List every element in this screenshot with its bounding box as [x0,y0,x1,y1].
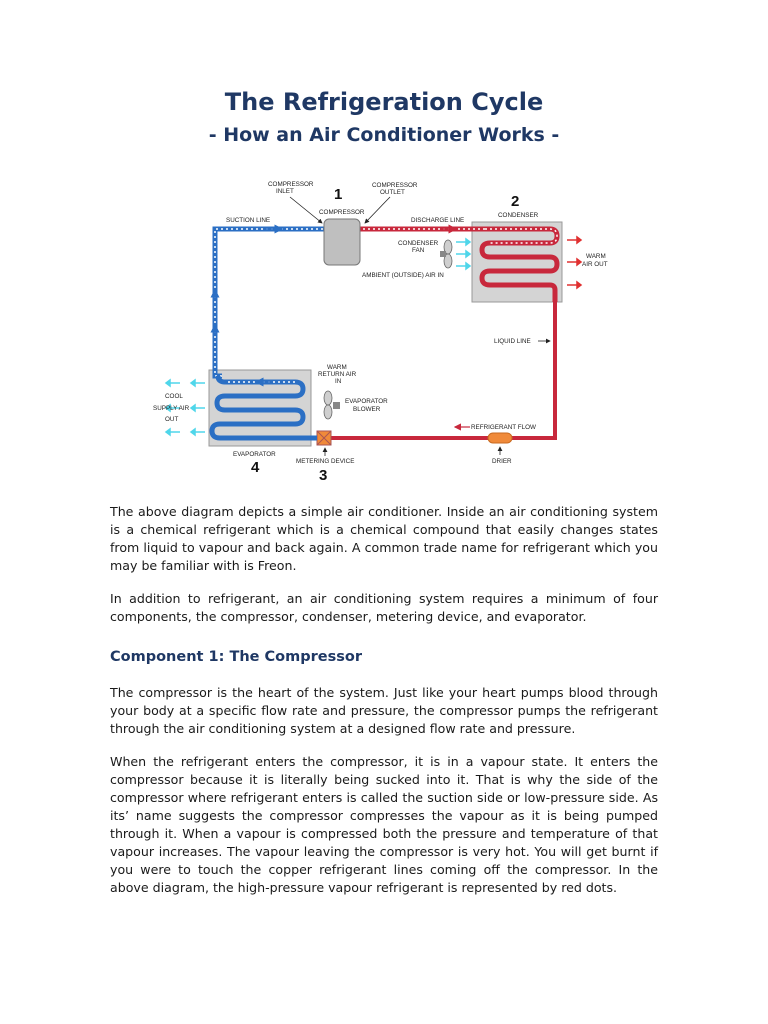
paragraph-components: In addition to refrigerant, an air condi… [110,591,658,624]
label-drier: DRIER [492,458,512,465]
label-metering-device: METERING DEVICE [296,458,354,465]
number-2: 2 [511,193,519,210]
compressor-unit [323,218,361,266]
svg-text:SUPPLY AIR: SUPPLY AIR [153,405,190,412]
label-ambient-air-in: AMBIENT (OUTSIDE) AIR IN [362,272,444,279]
label-discharge-line: DISCHARGE LINE [411,217,464,224]
label-compressor-inlet: COMPRESSOR [268,181,314,188]
warm-air-out-arrows [567,235,583,290]
number-4: 4 [251,459,260,476]
svg-text:RETURN AIR: RETURN AIR [318,371,357,378]
document-body: The above diagram depicts a simple air c… [110,503,658,912]
refrigeration-cycle-diagram: COMPRESSOR INLET COMPRESSOR OUTLET COMPR… [153,181,608,484]
paragraph-compressor-heart: The compressor is the heart of the syste… [110,685,658,736]
svg-text:OUTLET: OUTLET [380,189,405,196]
number-3: 3 [319,467,327,484]
evaporator-blower-icon [323,390,333,406]
paragraph-compressor-vapour: When the refrigerant enters the compress… [110,754,658,895]
heading-component-1: Component 1: The Compressor [110,649,362,665]
label-condenser: CONDENSER [498,212,539,219]
label-refrigerant-flow: REFRIGERANT FLOW [471,424,536,431]
label-evaporator-blower: EVAPORATOR [345,398,388,405]
label-warm-return-air: WARM [327,364,347,371]
label-warm-air-out: WARM [586,253,606,260]
evaporator-coil [209,375,317,441]
label-compressor-outlet: COMPRESSOR [372,182,418,189]
svg-text:INLET: INLET [276,188,294,195]
label-cool-supply-air: COOL [165,393,183,400]
document-title: The Refrigeration Cycle [224,88,544,116]
ambient-air-in-arrows [456,237,472,271]
label-evaporator: EVAPORATOR [233,451,276,458]
svg-text:IN: IN [335,378,342,385]
condenser-unit [471,221,563,303]
paragraph-intro: The above diagram depicts a simple air c… [110,504,658,573]
suction-line-pipe [212,226,325,379]
label-suction-line: SUCTION LINE [226,217,270,224]
cool-supply-air-arrows [164,378,205,437]
document-subtitle: - How an Air Conditioner Works - [208,124,560,146]
number-1: 1 [334,186,342,203]
label-compressor: COMPRESSOR [319,209,365,216]
svg-text:AIR OUT: AIR OUT [582,261,608,268]
label-liquid-line: LIQUID LINE [494,338,531,345]
label-condenser-fan: CONDENSER [398,240,439,247]
liquid-line-pipe [330,302,557,440]
drier [487,432,513,444]
svg-text:BLOWER: BLOWER [353,406,381,413]
svg-text:FAN: FAN [412,247,425,254]
svg-text:OUT: OUT [165,416,178,423]
